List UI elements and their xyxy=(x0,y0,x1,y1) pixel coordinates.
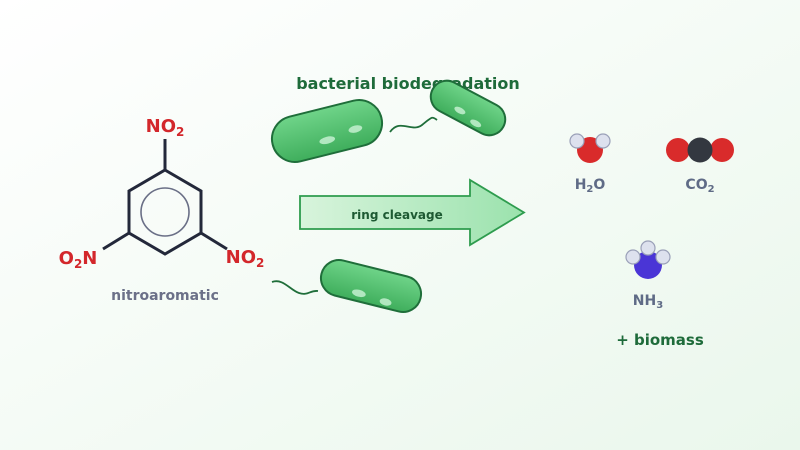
carbon-atom xyxy=(687,137,713,163)
hexagon xyxy=(127,168,203,256)
ammonia-molecule xyxy=(625,240,671,279)
benzene-ring xyxy=(102,139,228,256)
oxygen-atom xyxy=(666,138,690,162)
biomass-label: + biomass xyxy=(616,331,704,349)
hydrogen-atom xyxy=(640,240,656,256)
hydrogen-atom xyxy=(569,133,585,149)
hydrogen-atom xyxy=(655,249,671,265)
flagellum-large xyxy=(389,116,438,133)
ammonia-label: NH3 xyxy=(633,293,663,311)
oxygen-atom xyxy=(710,138,734,162)
flagellum-bottom xyxy=(271,280,319,295)
bacterium-small xyxy=(429,79,507,137)
bond-left xyxy=(102,231,130,251)
hydrogen-atom xyxy=(625,249,641,265)
aromatic-circle xyxy=(140,187,190,237)
carbon-dioxide-label: CO2 xyxy=(685,177,714,195)
nitrogen-atom xyxy=(634,251,662,279)
water-molecule xyxy=(569,133,611,163)
water-label: H2O xyxy=(575,177,606,195)
diagram-title: bacterial biodegradation xyxy=(296,74,520,93)
bacterium-large xyxy=(270,99,384,163)
nitro-group-left: O2N xyxy=(59,248,98,271)
bond-right xyxy=(200,231,228,251)
carbon-dioxide-molecule xyxy=(666,137,734,163)
bacterium-bottom xyxy=(319,259,423,313)
arrow-label: ring cleavage xyxy=(351,208,442,222)
nitro-group-top: NO2 xyxy=(146,116,185,139)
substrate-caption: nitroaromatic xyxy=(111,288,219,304)
hydrogen-atom xyxy=(595,133,611,149)
reaction-arrow xyxy=(299,178,526,247)
nitro-group-right: NO2 xyxy=(226,247,265,270)
